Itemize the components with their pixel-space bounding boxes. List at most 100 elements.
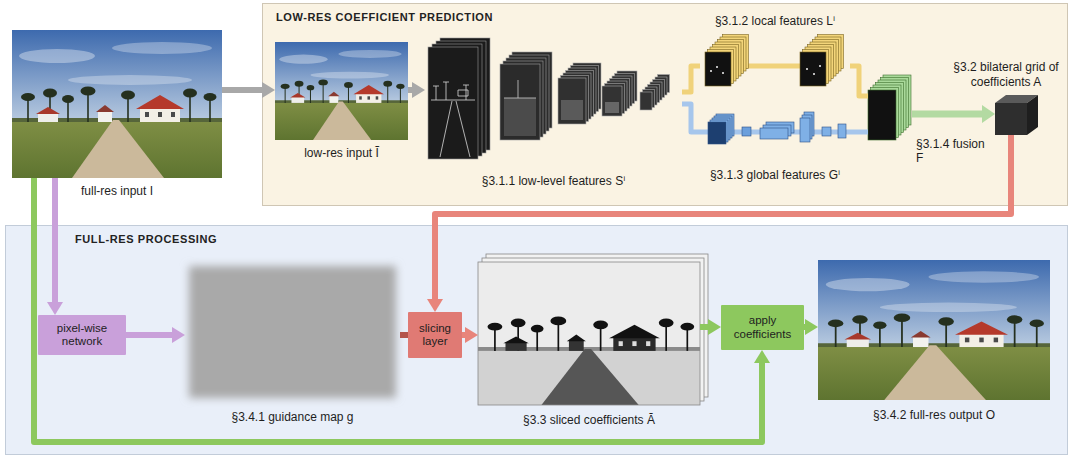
feature-maps: [602, 86, 622, 116]
connector: [700, 319, 721, 335]
global-feature-maps: [708, 112, 846, 144]
feature-maps: [640, 75, 670, 111]
stage-panel: FULL-RES PROCESSING pixel-wise network §3.…: [5, 225, 1068, 455]
local-feature-maps: [705, 35, 844, 87]
arrowhead: [805, 319, 818, 335]
arrowhead: [262, 82, 275, 98]
fusion-maps: [868, 90, 896, 140]
panel-heading: LOW-RES COEFFICIENT PREDICTION: [276, 11, 493, 24]
feature-maps: [504, 98, 536, 136]
connector-line: [222, 87, 264, 93]
connector: [400, 335, 408, 336]
arrowhead: [982, 105, 995, 123]
local-feature-maps: [705, 52, 731, 86]
connector: [126, 327, 185, 343]
photo: [275, 42, 408, 140]
feature-maps: [431, 100, 475, 101]
arrowhead: [427, 299, 443, 312]
local-feature-maps: [705, 35, 844, 87]
connector-line: [682, 104, 700, 132]
feature-maps: [433, 86, 439, 100]
feature-maps: [440, 101, 470, 157]
grid-cube: §3.2 bilateral grid of coefficients A: [995, 95, 1038, 135]
arrowhead: [172, 327, 185, 343]
caption: §3.1.3 global features Gⁱ: [710, 168, 840, 182]
connector-line: [850, 130, 868, 135]
caption: §3.1.4 fusion F: [916, 137, 992, 166]
photo: [818, 260, 1050, 400]
process-box: pixel-wise network: [38, 315, 126, 355]
connector: [47, 178, 63, 315]
connector: [912, 105, 995, 123]
feature-stack: §3.1.2 local features Lⁱ: [700, 34, 850, 92]
guidance-picture: [189, 266, 396, 398]
guidance-picture: [189, 266, 396, 398]
guidance-map: §3.4.1 guidance map g: [185, 262, 400, 402]
panel-grounds: [6, 4, 1068, 455]
caption: low-res input Ĩ: [304, 146, 379, 160]
caption: §3.1.2 local features Lⁱ: [715, 14, 835, 28]
coefficient-image: §3.3 sliced coefficients Ā: [478, 262, 700, 405]
feature-maps: [443, 82, 449, 100]
photo: [12, 30, 222, 178]
picture-frame: [478, 262, 700, 405]
local-feature-maps: [800, 52, 826, 86]
photo: [275, 42, 408, 140]
global-feature-maps: [760, 128, 788, 139]
feature-maps: [428, 38, 490, 159]
feature-stack: §3.1.1 low-level features Sⁱ: [425, 36, 682, 162]
panel-ground: [6, 226, 1068, 455]
caption: §3.3 sliced coefficients Ā: [523, 413, 655, 427]
caption: §3.4.2 full-res output O: [873, 408, 995, 422]
global-feature-maps: [708, 122, 726, 144]
feature-maps: [458, 90, 468, 96]
caption: full-res input I: [81, 184, 153, 198]
feature-maps: [428, 47, 478, 159]
connector-line: [682, 66, 700, 92]
caption: §3.2 bilateral grid of coefficients A: [950, 60, 1062, 89]
connector-line: [52, 178, 58, 304]
photo: [12, 30, 222, 178]
global-feature-maps: [742, 127, 751, 136]
grid-cube: [1027, 95, 1038, 135]
local-feature-maps: [813, 73, 815, 75]
input-image: full-res input I: [12, 30, 222, 178]
feature-maps: [602, 71, 637, 116]
box-label: pixel-wise network: [38, 322, 126, 348]
connector: [850, 132, 868, 133]
feature-maps: [558, 63, 601, 124]
connector: [804, 319, 818, 335]
caption: §3.1.1 low-level features Sⁱ: [482, 174, 626, 188]
output-image: §3.4.2 full-res output O: [818, 260, 1050, 400]
feature-stack: §3.1.4 fusion F: [868, 75, 912, 142]
stage-panel: LOW-RES COEFFICIENT PREDICTION low-res in…: [262, 3, 1068, 206]
box-label: apply coefficients: [721, 314, 804, 340]
caption: §3.4.1 guidance map g: [231, 410, 353, 424]
connector-line: [435, 135, 1011, 301]
box-label: slicing layer: [408, 322, 462, 348]
panel-heading: FULL-RES PROCESSING: [75, 233, 217, 246]
connector: [462, 327, 478, 343]
global-feature-maps: [700, 112, 850, 144]
global-feature-maps: [838, 124, 846, 138]
local-feature-maps: [722, 72, 724, 74]
coefficient-picture: [478, 262, 700, 405]
connector: [222, 82, 275, 98]
input-image: low-res input Ĩ: [275, 42, 408, 140]
process-box: slicing layer: [408, 312, 462, 358]
feature-maps: [431, 82, 475, 157]
local-feature-maps: [710, 65, 821, 75]
global-feature-maps: [800, 118, 810, 142]
connector-line: [912, 111, 984, 118]
connector-line: [850, 66, 868, 96]
connector: [427, 135, 1011, 312]
arrowhead: [412, 82, 425, 98]
arrowhead: [465, 327, 478, 343]
photo: [818, 260, 1050, 400]
connector: [34, 178, 770, 442]
feature-stack: §3.1.3 global features Gⁱ: [700, 100, 850, 158]
connector-line: [126, 332, 174, 338]
connector: [408, 82, 425, 98]
feature-maps: [504, 80, 536, 98]
